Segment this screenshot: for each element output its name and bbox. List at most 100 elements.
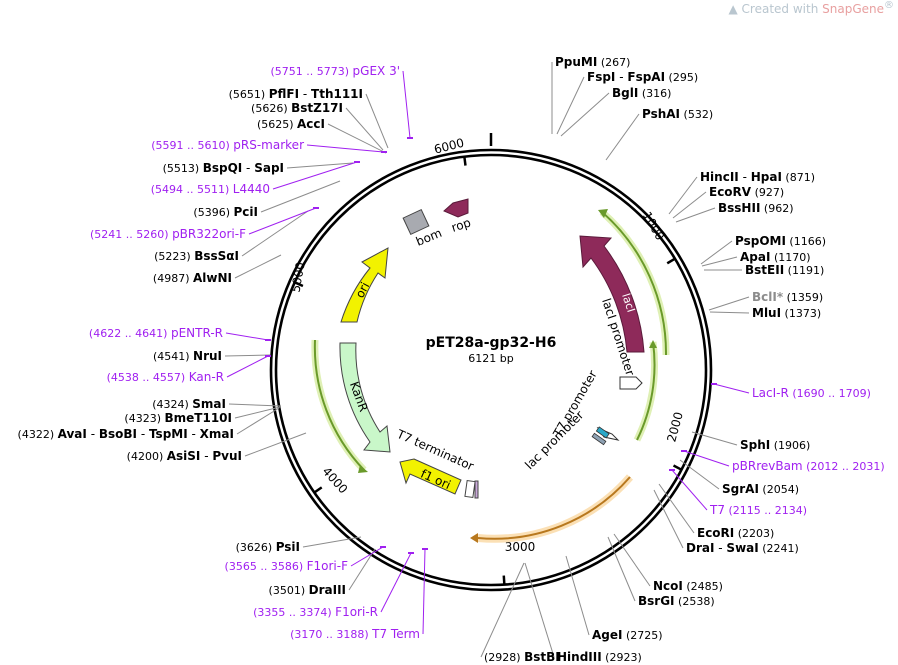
- enzyme-label: (4541) NruI: [153, 349, 222, 363]
- primer-label: (4538 .. 4557) Kan-R: [107, 370, 224, 384]
- enzyme-leader-line: [691, 431, 738, 446]
- enzyme-label: ApaI (1170): [740, 250, 811, 264]
- gene-arc-orange-line: [477, 476, 631, 540]
- enzyme-label: (5396) PciI: [193, 205, 258, 219]
- primer-leader-line: [226, 355, 269, 378]
- primer-leader-line: [380, 552, 412, 613]
- tick-mark: [313, 486, 323, 494]
- enzyme-leader-line: [244, 432, 307, 457]
- primer-leader-line: [225, 332, 269, 341]
- enzyme-label: HindIII (2923): [557, 650, 642, 664]
- enzyme-leader-line: [672, 191, 707, 219]
- enzyme-label: (5651) PflFI - Tth111I: [229, 87, 363, 101]
- primer-label: (5241 .. 5260) pBR322ori-F: [90, 227, 246, 241]
- enzyme-leader-line: [556, 76, 585, 135]
- enzyme-leader-line: [560, 92, 610, 137]
- enzyme-label: (3501) DraIII: [269, 583, 346, 597]
- enzyme-leader-line: [565, 555, 590, 636]
- primer-label: (5591 .. 5610) pRS-marker: [151, 138, 304, 152]
- enzyme-label: AgeI (2725): [592, 628, 663, 642]
- enzyme-leader-line: [480, 562, 525, 658]
- enzyme-label: (4200) AsiSI - PvuI: [127, 449, 242, 463]
- primer-label: pBRrevBam (2012 .. 2031): [732, 459, 885, 473]
- enzyme-label: PspOMI (1166): [735, 234, 826, 248]
- enzyme-leader-line: [241, 210, 309, 257]
- enzyme-label: FspI - FspAI (295): [587, 70, 698, 84]
- enzyme-leader-line: [302, 536, 362, 548]
- rop-label: rop: [450, 215, 473, 234]
- enzyme-label: (2928) BstBI: [484, 650, 560, 664]
- enzyme-label: EcoRV (927): [709, 185, 784, 199]
- enzyme-label: BglI (316): [612, 86, 671, 100]
- primer-leader-line: [248, 207, 317, 235]
- enzyme-leader-line: [679, 459, 720, 490]
- enzyme-label: (5626) BstZ17I: [251, 101, 343, 115]
- gene-arc-arrowhead-kan: [358, 465, 368, 473]
- gene-arc-kan-green-line: [313, 339, 365, 471]
- enzyme-leader-line: [236, 407, 280, 435]
- bom-feature: [402, 208, 430, 236]
- enzyme-label: (4987) AlwNI: [153, 271, 232, 285]
- watermark-brand: SnapGene: [822, 2, 884, 16]
- lac-promoter-feature: [591, 432, 607, 446]
- primer-leader-line: [402, 70, 411, 139]
- enzyme-leader-line: [234, 254, 282, 279]
- enzyme-label: HincII - HpaI (871): [700, 170, 815, 184]
- gene-arc-arrowhead-top: [598, 209, 608, 218]
- enzyme-label: (4324) SmaI: [152, 397, 226, 411]
- enzyme-label: (5625) AccI: [257, 117, 325, 131]
- tick-label: 1000: [640, 209, 667, 242]
- enzyme-leader-line: [668, 176, 698, 215]
- enzyme-label: (3626) PsiI: [236, 540, 300, 554]
- ori-feature: [340, 247, 389, 323]
- gene-arc-promoter-green-line: [636, 341, 656, 441]
- enzyme-leader-line: [709, 311, 750, 314]
- tick-mark: [672, 464, 683, 471]
- tick-label: 4000: [320, 464, 351, 496]
- enzyme-leader-line: [700, 240, 733, 265]
- lacI-promoter-feature: [619, 376, 643, 390]
- enzyme-label: (4323) BmeT110I: [124, 411, 232, 425]
- enzyme-leader-line: [701, 256, 738, 267]
- tick-mark: [502, 575, 506, 585]
- enzyme-label: BssHII (962): [718, 201, 793, 215]
- primer-label: (3565 .. 3586) F1ori-F: [225, 559, 349, 573]
- enzyme-label: SphI (1906): [740, 438, 810, 452]
- primer-label: T7 (2115 .. 2134): [709, 503, 807, 517]
- enzyme-label: (4322) AvaI - BsoBI - TspMI - XmaI: [18, 427, 234, 441]
- tick-mark: [463, 156, 467, 166]
- tick-mark: [294, 281, 304, 288]
- lacI-feature: [579, 235, 645, 353]
- kanR-feature: [339, 342, 391, 453]
- ori-label: ori: [353, 280, 373, 300]
- t7-terminator-feature-b: [474, 480, 479, 499]
- enzyme-leader-line: [607, 536, 636, 602]
- label-leader-lines: [224, 62, 750, 658]
- primer-leader-line: [272, 161, 358, 190]
- snapgene-logo-icon: ▲: [728, 2, 742, 16]
- primer-leader-line: [350, 546, 384, 567]
- enzyme-label: DraI - SwaI (2241): [686, 541, 799, 555]
- primer-leader-line: [683, 450, 730, 467]
- enzyme-leader-line: [613, 533, 651, 587]
- enzyme-labels: PpuMI (267)FspI - FspAI (295)BglI (316)P…: [18, 55, 826, 664]
- primer-labels: LacI-R (1690 .. 1709) pBRrevBam (2012 .. …: [89, 64, 885, 641]
- backbone: [269, 148, 713, 592]
- tick-label: 5000: [289, 261, 308, 294]
- primer-label: (5494 .. 5511) L4440: [151, 182, 270, 196]
- enzyme-leader-line: [605, 113, 640, 161]
- enzyme-label: SgrAI (2054): [722, 482, 799, 496]
- enzyme-label: MluI (1373): [752, 306, 821, 320]
- primer-leader-line: [422, 548, 426, 635]
- rop-feature: [443, 198, 469, 218]
- lac-operator-feature: [595, 426, 610, 439]
- f1-ori-feature: [399, 458, 462, 495]
- primer-leader-line: [671, 469, 708, 511]
- enzyme-leader-line: [260, 180, 341, 213]
- enzyme-leader-line: [653, 489, 684, 549]
- enzyme-leader-line: [224, 354, 271, 357]
- primer-label: LacI-R (1690 .. 1709): [752, 386, 871, 400]
- enzyme-leader-line: [348, 548, 376, 591]
- enzyme-leader-line: [365, 93, 389, 149]
